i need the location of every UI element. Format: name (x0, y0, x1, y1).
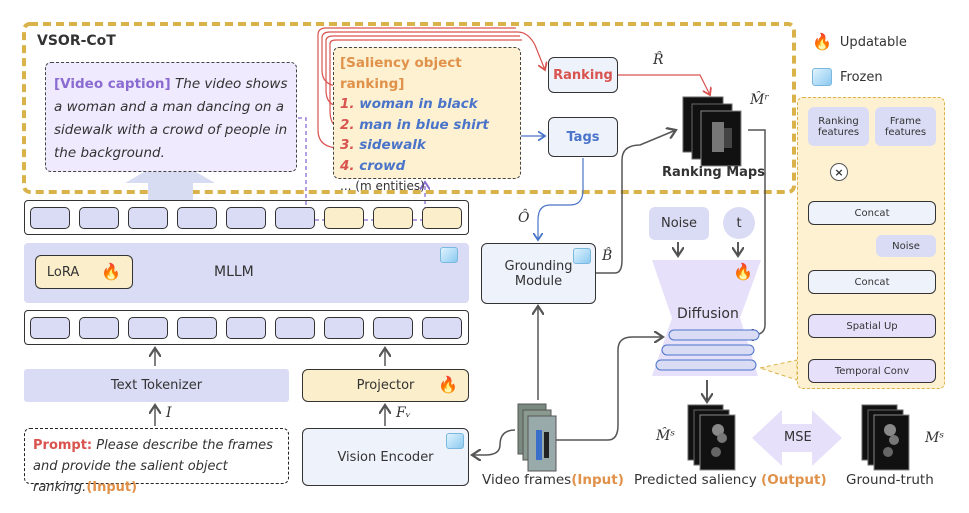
ranking-item: 4. crowd (340, 157, 406, 174)
ranking-item: 2. man in blue shirt (340, 116, 489, 133)
vision-encoder: Vision Encoder (302, 428, 469, 486)
token (128, 317, 168, 339)
ice-cube-icon (446, 433, 464, 449)
f-v-symbol: Fᵥ (396, 405, 411, 421)
token (373, 207, 413, 229)
prompt-box: Prompt: Please describe the frames and p… (24, 428, 289, 495)
token (79, 317, 119, 339)
text-tokenizer: Text Tokenizer (24, 369, 289, 402)
fire-icon: 🔥 (733, 262, 753, 281)
concat-1: Concat (808, 201, 936, 225)
video-frames-image (517, 403, 557, 472)
multiply-icon: × (830, 163, 848, 181)
ranking-node: Ranking (548, 57, 618, 93)
token (324, 207, 364, 229)
token (275, 317, 315, 339)
input-token-row (24, 310, 469, 345)
concat-2: Concat (808, 270, 936, 294)
caption-tag: [Video caption] (54, 76, 171, 92)
token (226, 317, 266, 339)
token (177, 317, 217, 339)
diffusion-detail-panel: Ranking features Frame features × Concat… (797, 97, 945, 389)
o-hat-symbol: Ô (518, 210, 530, 226)
ice-cube-icon (812, 68, 832, 86)
token (79, 207, 119, 229)
noise-node: Noise (649, 207, 709, 240)
diffusion-layer (668, 329, 760, 341)
noise-detail: Noise (876, 235, 936, 257)
ice-cube-icon (440, 247, 458, 263)
caption-text: The video shows a woman and a man dancin… (54, 76, 288, 161)
m-r-symbol: M̂ʳ (750, 92, 770, 108)
diffusion-layer (661, 344, 755, 356)
mse-label: MSE (784, 430, 812, 445)
token (324, 317, 364, 339)
token (30, 317, 70, 339)
diffusion-label: Diffusion (677, 306, 739, 322)
token (226, 207, 266, 229)
ground-truth-label: Ground-truth (846, 472, 934, 488)
ranking-item: 3. sidewalk (340, 137, 426, 153)
i-symbol: I (166, 405, 172, 421)
spatial-up: Spatial Up (808, 314, 936, 338)
mse-arrow (752, 410, 842, 466)
temporal-conv: Temporal Conv (808, 359, 936, 383)
token (30, 207, 70, 229)
video-frames-label: Video frames(Input) (482, 472, 624, 488)
output-token-row (24, 200, 469, 235)
fire-icon: 🔥 (812, 32, 832, 51)
token (422, 207, 462, 229)
legend-updatable: 🔥Updatable (812, 32, 907, 51)
ranking-item: 1. woman in black (340, 96, 478, 112)
m-s-hat-symbol: M̂ˢ (656, 428, 676, 444)
legend-frozen: Frozen (812, 68, 883, 86)
vsor-cot-frame (22, 22, 796, 194)
token (422, 317, 462, 339)
fire-icon: 🔥 (438, 375, 458, 394)
vsor-cot-title: VSOR-CoT (37, 33, 116, 49)
lora-box: LoRA🔥 (35, 255, 133, 289)
fire-icon: 🔥 (101, 262, 122, 281)
grounding-module: Grounding Module (481, 243, 596, 304)
detail-callout (758, 359, 798, 381)
saliency-ranking-box: [Saliency object ranking] 1. woman in bl… (333, 47, 521, 193)
diffusion-layer (655, 359, 757, 371)
frame-features: Frame features (875, 107, 936, 146)
token (373, 317, 413, 339)
ice-cube-icon (573, 248, 591, 264)
predicted-saliency-label: Predicted saliency (Output) (634, 472, 827, 488)
m-s-symbol: Mˢ (925, 430, 945, 446)
mllm-label: MLLM (214, 264, 254, 280)
ground-truth-image (861, 404, 910, 471)
tags-node: Tags (548, 117, 618, 157)
token (128, 207, 168, 229)
r-hat-symbol: R̂ (653, 52, 664, 68)
mllm-block: LoRA🔥 MLLM (24, 243, 469, 303)
ranking-maps-label: Ranking Maps (662, 165, 765, 180)
predicted-saliency-image (687, 404, 736, 471)
big-up-arrow (125, 157, 215, 200)
projector: Projector🔥 (302, 369, 469, 402)
video-caption-box: [Video caption] The video shows a woman … (45, 62, 297, 172)
ranking-features: Ranking features (808, 107, 869, 146)
t-node: t (723, 207, 755, 239)
ranking-maps-image (682, 96, 742, 167)
token (177, 207, 217, 229)
ranking-header: [Saliency object ranking] (340, 55, 462, 92)
ranking-more: ... (m entities) (340, 179, 425, 193)
token (275, 207, 315, 229)
b-hat-symbol: B̂ (602, 248, 613, 264)
